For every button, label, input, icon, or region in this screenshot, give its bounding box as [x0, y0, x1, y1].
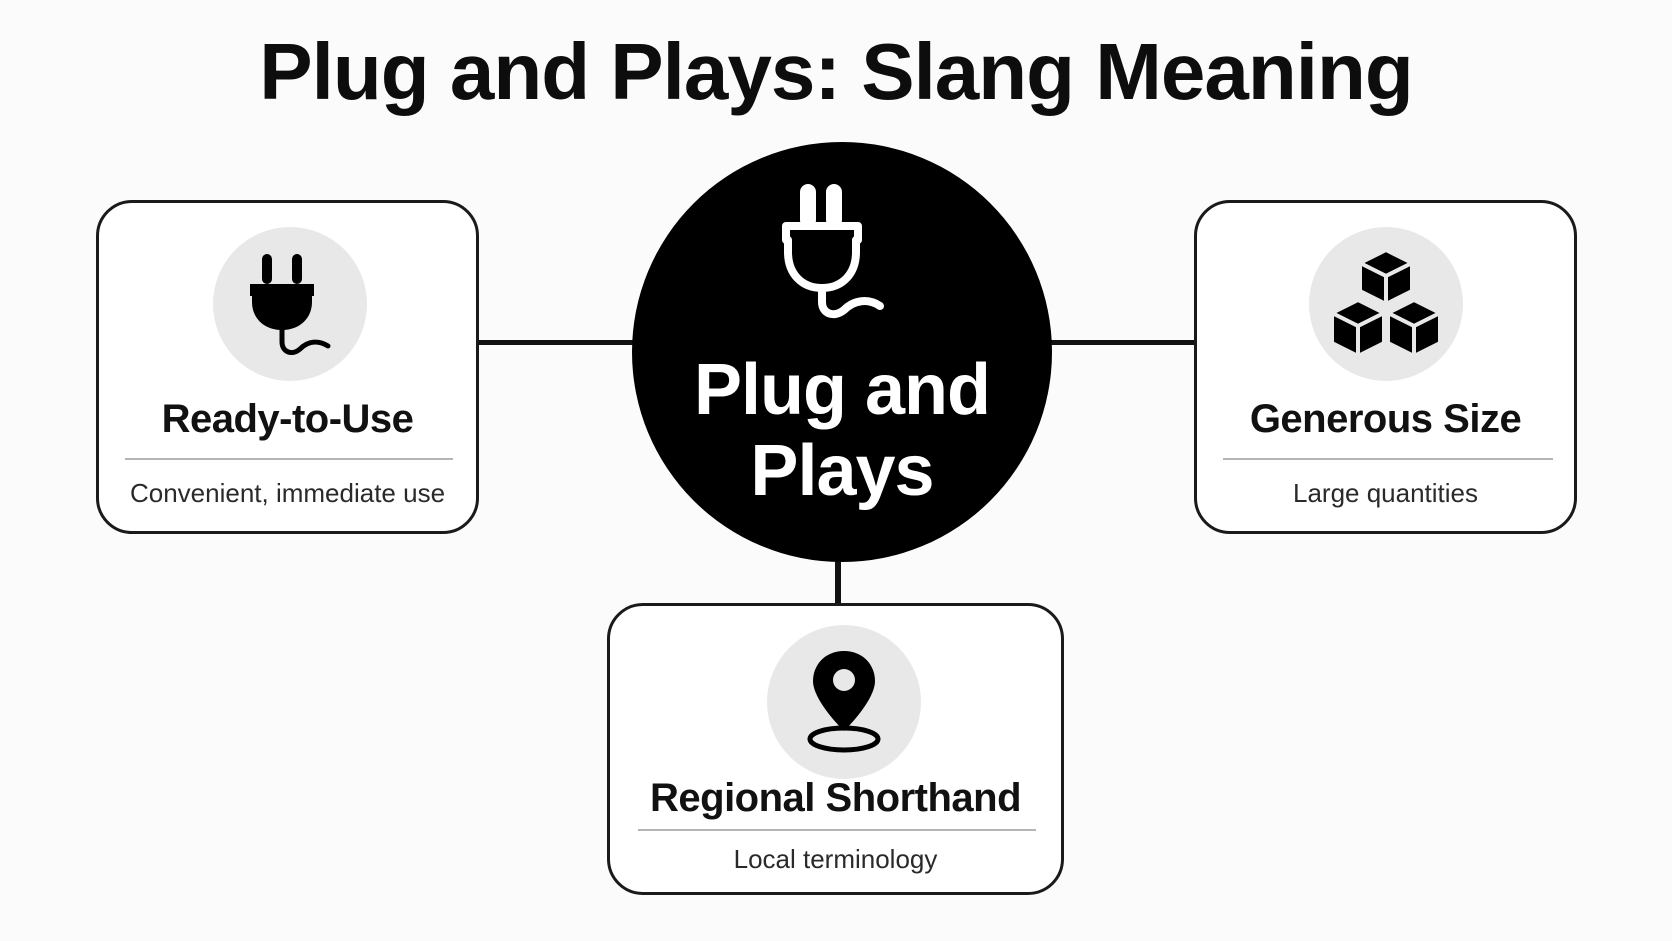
- card-regional-shorthand: Regional Shorthand Local terminology: [607, 603, 1064, 895]
- center-label-line-2: Plays: [750, 430, 934, 511]
- card-ready-to-use: Ready-to-Use Convenient, immediate use: [96, 200, 479, 534]
- cubes-icon: [1330, 248, 1442, 358]
- card-description: Local terminology: [733, 844, 938, 874]
- card-divider: [1223, 458, 1553, 460]
- center-label-line-1: Plug and: [694, 350, 991, 430]
- icon-circle: [213, 227, 367, 381]
- card-description: Convenient, immediate use: [129, 478, 446, 508]
- plug-icon: [782, 184, 884, 319]
- card-heading: Generous Size: [1249, 397, 1522, 441]
- icon-circle: [1309, 227, 1463, 381]
- center-label: Plug and Plays: [632, 350, 1052, 511]
- card-heading: Ready-to-Use: [161, 397, 414, 441]
- diagram-title: Plug and Plays: Slang Meaning: [259, 27, 1413, 116]
- center-node: Plug and Plays: [632, 142, 1052, 562]
- card-heading: Regional Shorthand: [650, 776, 1022, 820]
- card-divider: [125, 458, 453, 460]
- plug-icon: [250, 254, 331, 355]
- connector-left: [478, 340, 638, 345]
- connector-bottom: [835, 555, 841, 607]
- card-divider: [638, 829, 1036, 831]
- location-pin-icon: [807, 651, 881, 753]
- icon-circle: [767, 625, 921, 779]
- card-generous-size: Generous Size Large quantities: [1194, 200, 1577, 534]
- card-description: Large quantities: [1292, 478, 1479, 508]
- connector-right: [1048, 340, 1196, 345]
